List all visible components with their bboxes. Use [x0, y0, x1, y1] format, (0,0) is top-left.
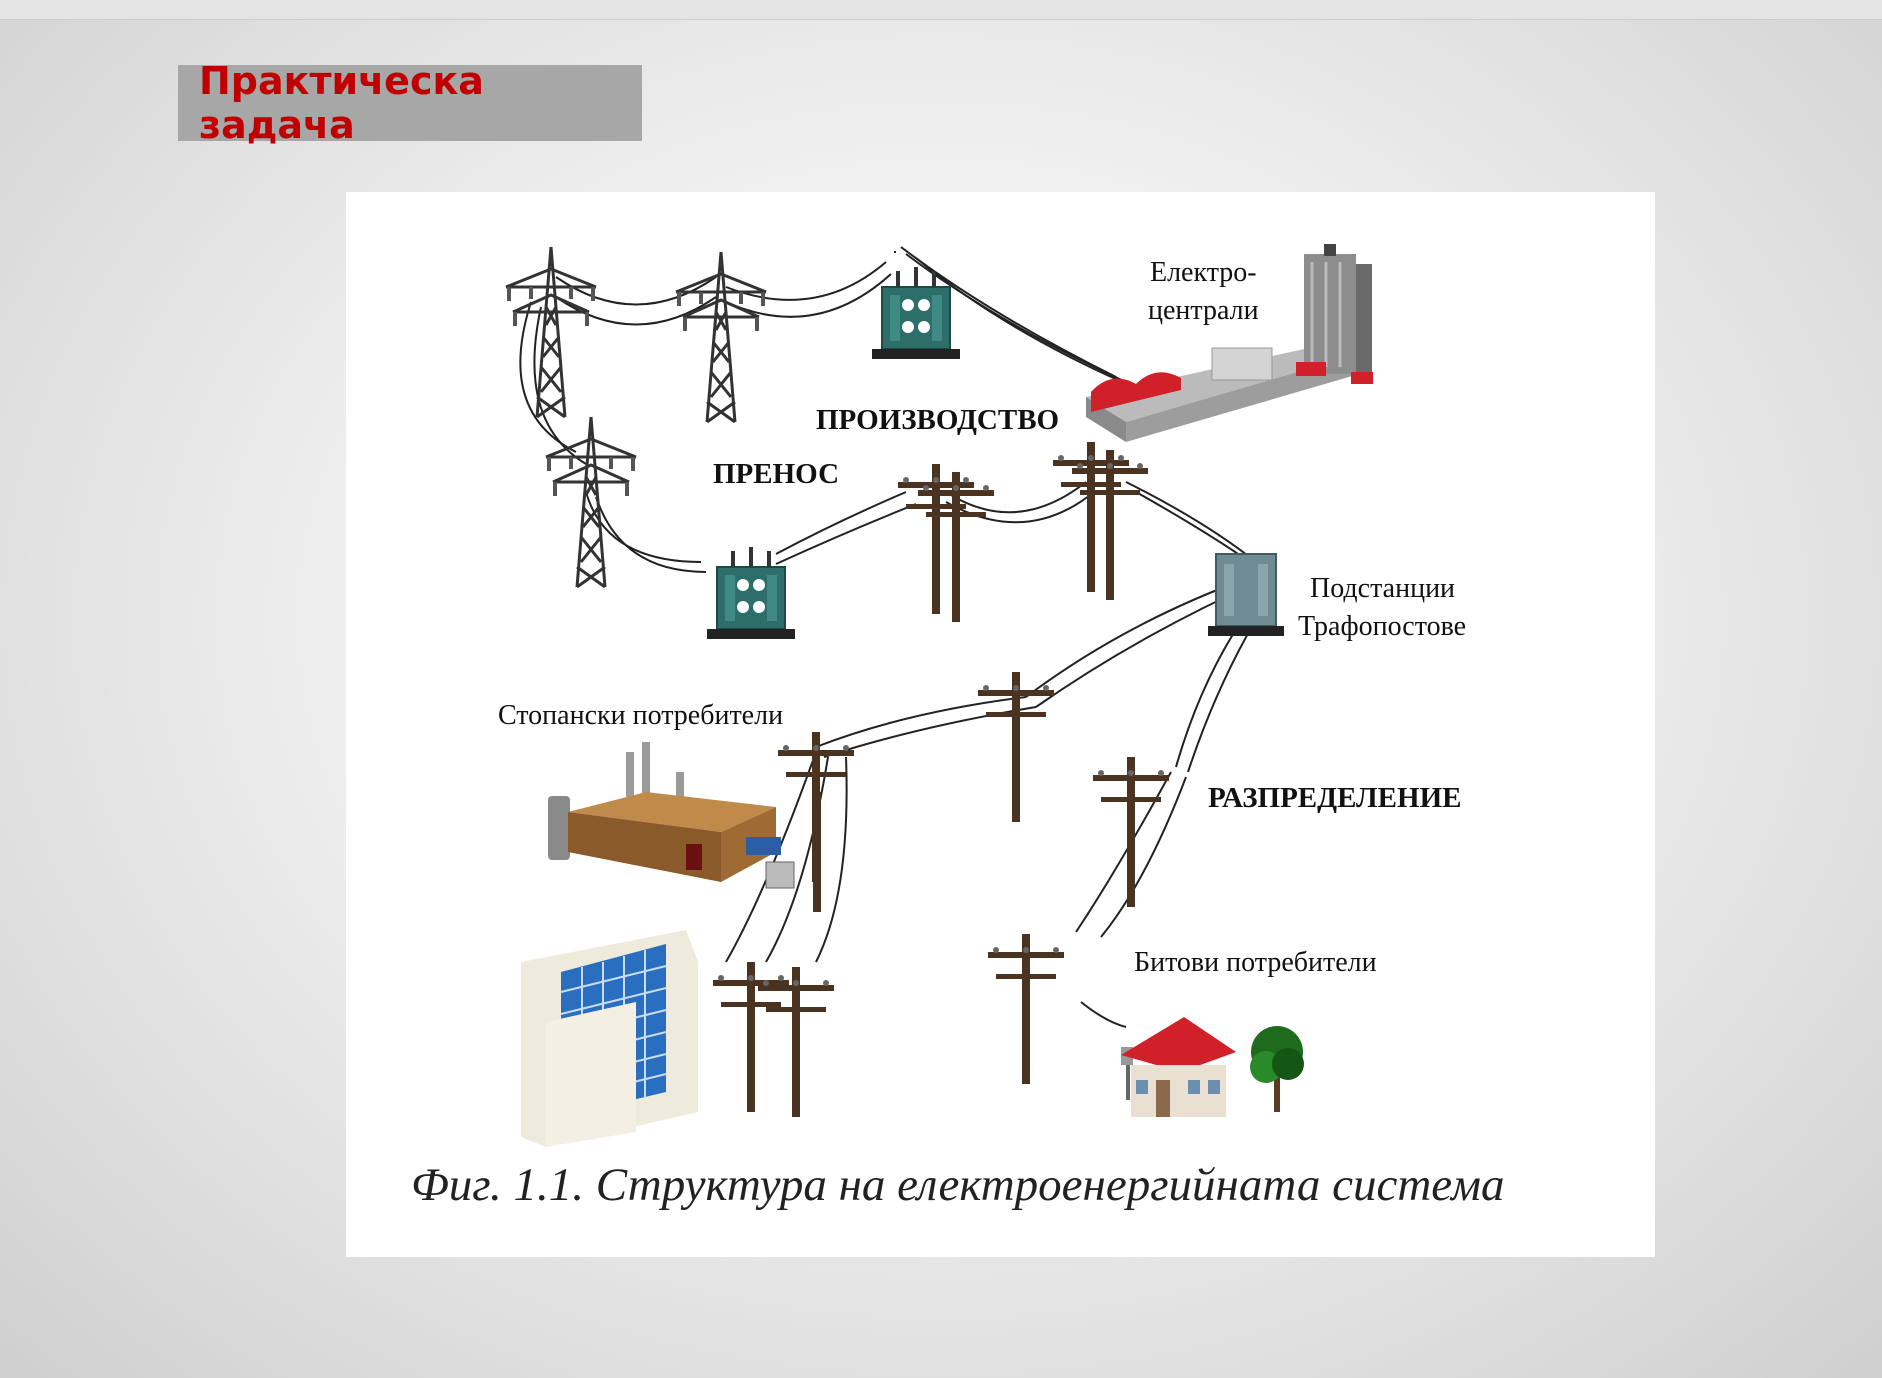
label-power-plants-line2: централи — [1148, 295, 1259, 326]
label-production: ПРОИЗВОДСТВО — [816, 404, 1060, 436]
utility-pole-icon — [988, 934, 1064, 1084]
tree-icon — [1250, 1026, 1304, 1112]
label-power-plants-line1: Електро- — [1149, 257, 1257, 288]
label-transmission: ПРЕНОС — [713, 458, 840, 490]
label-household-consumers: Битови потребители — [1134, 947, 1377, 978]
utility-pole-icon — [713, 962, 834, 1117]
office-building-icon — [521, 930, 698, 1147]
top-bar — [0, 0, 1882, 20]
label-substations-line2: Трафопостове — [1298, 611, 1467, 642]
transmission-lines — [519, 246, 1265, 573]
pylon-icon — [674, 250, 768, 424]
label-power-plants: Електро- централи — [1148, 254, 1259, 330]
slide-title-box: Практическа задача — [178, 59, 642, 147]
pylon-icon — [504, 245, 598, 419]
utility-pole-icon — [978, 672, 1054, 822]
label-substations: Подстанции Трафопостове — [1298, 570, 1466, 646]
utility-pole-icon — [898, 464, 994, 622]
power-plant-icon — [1086, 244, 1373, 442]
label-substations-line1: Подстанции — [1310, 573, 1456, 604]
label-industrial-consumers: Стопански потребители — [498, 700, 784, 731]
diagram-graphic — [504, 244, 1373, 1147]
house-icon — [1121, 1017, 1236, 1117]
utility-pole-icon — [1053, 442, 1148, 600]
transformer-icon — [1208, 553, 1284, 636]
utility-pole-icon — [778, 732, 854, 912]
label-distribution: РАЗПРЕДЕЛЕНИЕ — [1208, 782, 1462, 814]
slide-title: Практическа задача — [199, 59, 484, 147]
utility-pole-icon — [1093, 757, 1169, 907]
factory-icon — [548, 742, 795, 889]
figure-caption: Фиг. 1.1. Структура на електроенергийнат… — [411, 1159, 1505, 1211]
power-system-figure: Електро- централи ПРОИЗВОДСТВО ПРЕНОС По… — [346, 192, 1655, 1257]
